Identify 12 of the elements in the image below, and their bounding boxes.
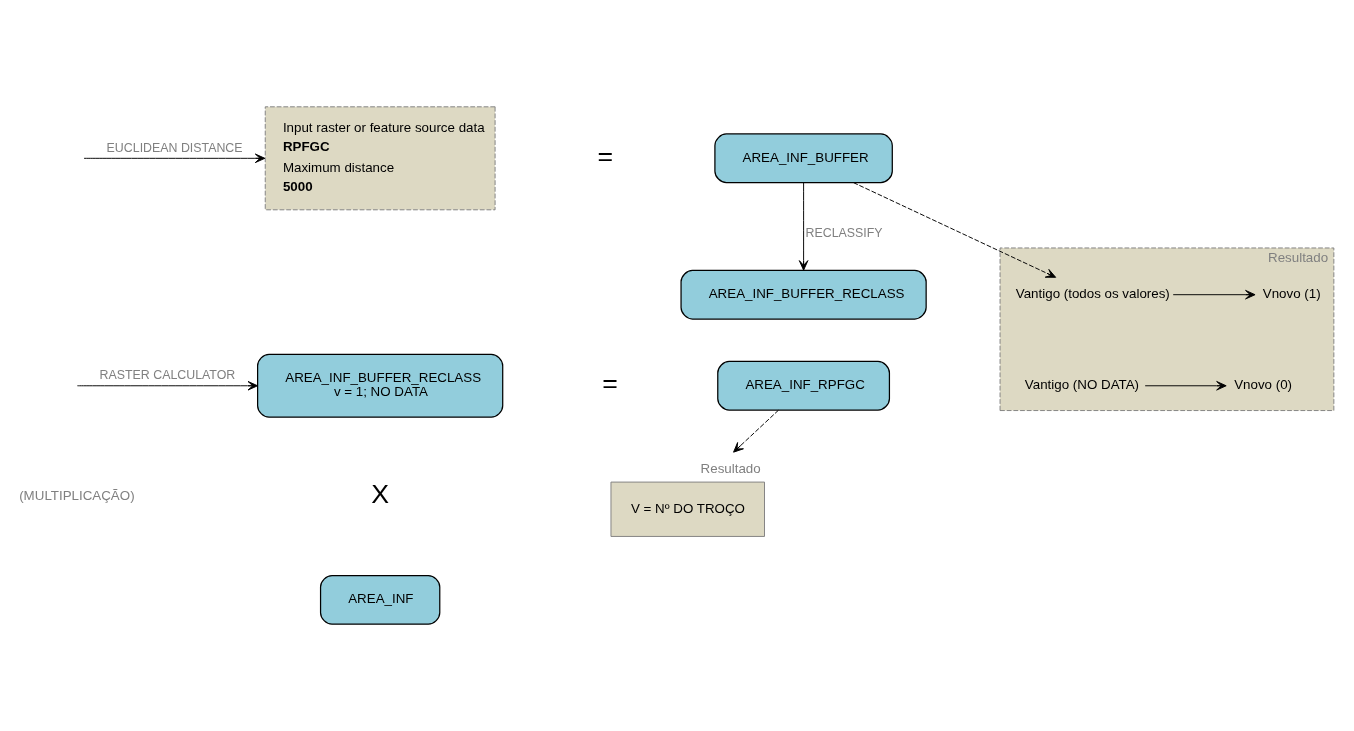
label: (MULTIPLICAÇÃO) (19, 487, 135, 503)
label: = (597, 140, 614, 171)
edge-label: RASTER CALCULATOR (99, 368, 236, 383)
node-text: Vantigo (todos os valores) (1015, 286, 1170, 302)
node-text: Vnovo (1) (1262, 286, 1321, 302)
label: = (602, 368, 618, 399)
node-text: Vnovo (0) (1234, 377, 1293, 393)
node-label: Resultado (700, 460, 761, 476)
node-text: Vantigo (NO DATA) (1024, 377, 1140, 393)
edge-label: EUCLIDEAN DISTANCE (106, 141, 243, 156)
label: X (371, 478, 390, 509)
edge-label: RECLASSIFY (805, 225, 883, 240)
